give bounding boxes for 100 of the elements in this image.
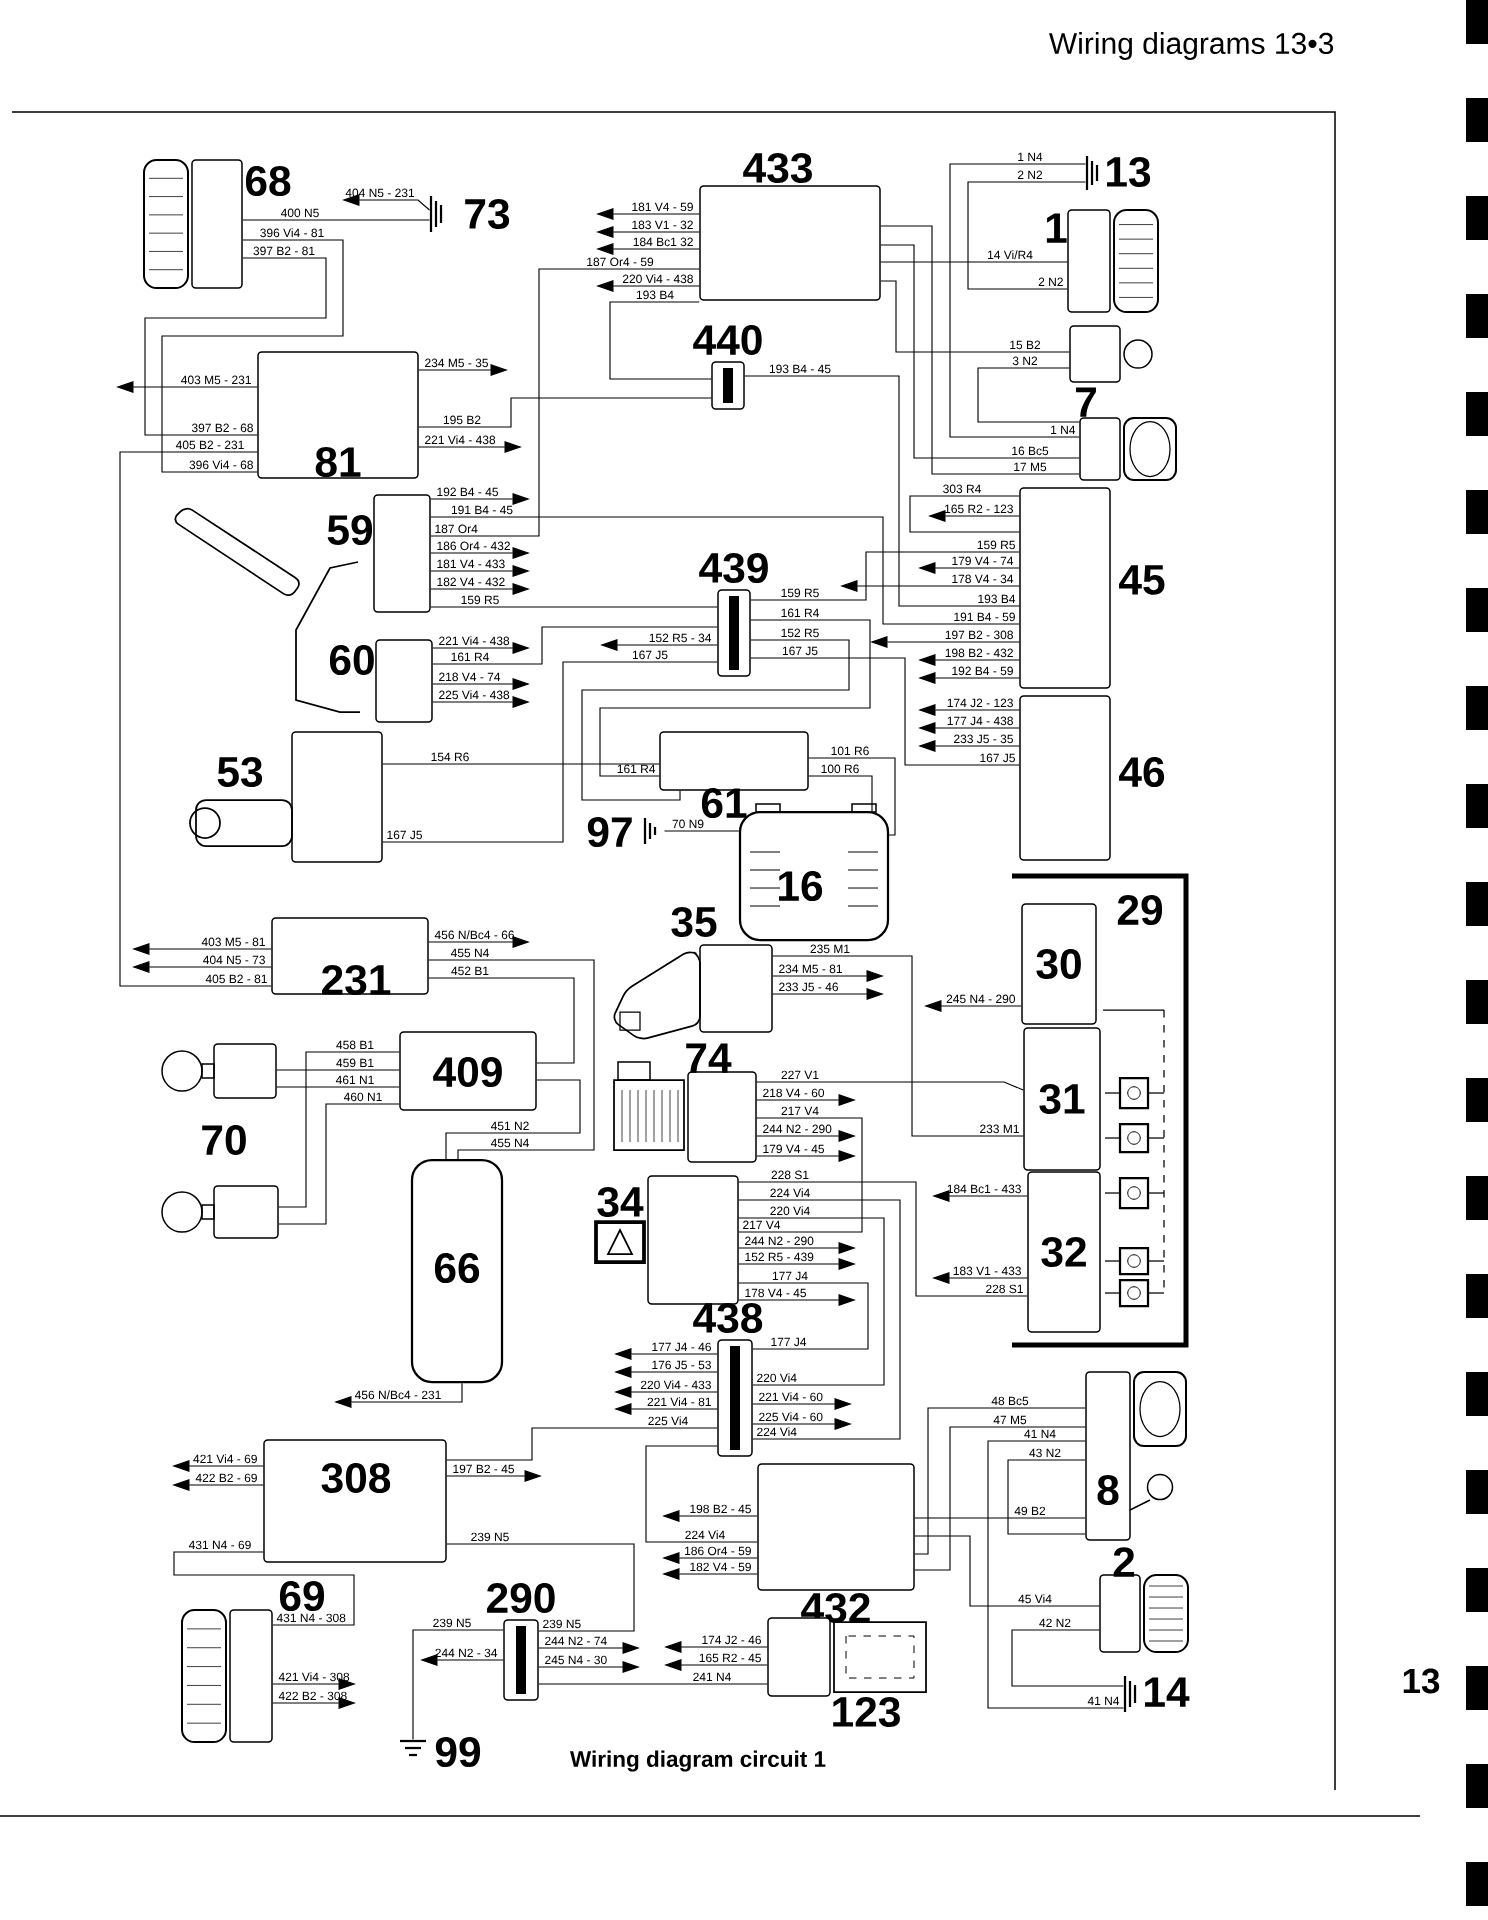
wire (276, 1086, 400, 1088)
wire-label: 167 J5 (980, 753, 1015, 763)
wire (428, 977, 575, 1064)
wire (430, 606, 718, 608)
wire (914, 1407, 1086, 1555)
wire (173, 1551, 355, 1626)
component-number: 73 (465, 198, 510, 230)
wire-label: 167 J5 (632, 650, 668, 660)
component-number: 123 (833, 1696, 900, 1728)
component-number: 53 (217, 756, 263, 788)
wire (914, 1535, 1100, 1607)
wire (738, 1282, 869, 1350)
wire (412, 1629, 504, 1741)
component-number: 438 (693, 1302, 763, 1334)
wire-label: 405 B2 - 81 (205, 974, 267, 984)
wire (432, 626, 718, 665)
wire-label: 49 B2 (1014, 1506, 1046, 1516)
wire (430, 268, 700, 537)
wire (446, 1543, 635, 1632)
component-number: 8 (1097, 1474, 1119, 1506)
wire-label: 41 N4 (1024, 1429, 1056, 1438)
wire-label: 177 J4 (771, 1337, 807, 1347)
wire-label: 225 Vi4 - 438 (439, 690, 510, 700)
wire-label: 187 Or4 (435, 524, 478, 534)
wire-label: 186 Or4 - 59 (685, 1546, 751, 1556)
wire-label: 167 J5 (782, 646, 818, 656)
component-number: 440 (693, 324, 762, 356)
wire-label: 218 V4 - 74 (439, 672, 501, 682)
wire (278, 1051, 400, 1208)
wire (750, 657, 1020, 766)
wire (1011, 1629, 1125, 1687)
wire-label: 42 N2 (1039, 1618, 1071, 1627)
wire-label: 161 R4 (451, 652, 489, 662)
caption: Wiring diagram circuit 1 (570, 1750, 826, 1772)
wire-label: 458 B1 (336, 1040, 374, 1050)
wire (914, 1517, 1086, 1519)
wire-label: 403 M5 - 81 (201, 937, 265, 947)
wire-label: 234 M5 - 81 (779, 964, 842, 974)
wire-label: 182 V4 - 432 (437, 577, 505, 587)
wire-label: 178 V4 - 34 (952, 574, 1014, 584)
wire-label: 225 Vi4 - 60 (759, 1412, 823, 1422)
wire-label: 224 Vi4 (685, 1530, 725, 1539)
wire-label: 152 R5 (781, 628, 819, 638)
wire-label: 221 Vi4 - 81 (647, 1397, 711, 1407)
wire-label: 403 M5 - 231 (181, 375, 251, 385)
component-number: 74 (686, 1043, 732, 1073)
wire-label: 184 Bc1 32 (633, 237, 693, 247)
wire-label: 218 V4 - 60 (763, 1088, 825, 1098)
wire-label: 220 Vi4 - 438 (622, 274, 693, 284)
wire (428, 959, 595, 1160)
component-number: 29 (1117, 894, 1163, 926)
wire-label: 227 V1 (781, 1070, 819, 1079)
wire-label: 431 N4 - 308 (276, 1613, 346, 1623)
wire-label: 225 Vi4 (648, 1416, 688, 1426)
wire-label: 165 R2 - 45 (699, 1653, 761, 1663)
wire-label: 179 V4 - 74 (952, 556, 1014, 566)
wire-label: 239 N5 (471, 1532, 509, 1542)
component-number: 14 (1145, 1677, 1190, 1707)
wire (977, 367, 1080, 423)
wire-label: 461 N1 (335, 1075, 374, 1085)
wire-label: 397 B2 - 68 (191, 423, 253, 433)
wire-label: 452 B1 (451, 966, 489, 976)
wire (645, 1445, 758, 1543)
tab-number: 13 (1403, 1668, 1440, 1694)
component-number: 60 (329, 644, 374, 676)
wire (880, 280, 1070, 353)
wire (445, 1079, 581, 1160)
page-header: Wiring diagrams 13•3 (1049, 32, 1334, 60)
wire (738, 1117, 863, 1233)
wire (609, 301, 712, 380)
wire-label: 14 Vi/R4 (988, 250, 1033, 260)
wire-label: 45 Vi4 (1018, 1594, 1052, 1604)
wire (738, 1199, 901, 1440)
component-number: 59 (327, 514, 373, 546)
wire-label: 422 B2 - 308 (278, 1691, 347, 1701)
wire-label: 47 M5 (993, 1415, 1027, 1425)
component-number: 61 (701, 787, 747, 819)
wire-label: 154 R6 (431, 752, 469, 762)
component-number: 68 (245, 165, 291, 197)
wire (382, 661, 718, 843)
wire (144, 257, 327, 436)
wire-label: 181 V4 - 433 (437, 559, 505, 569)
wire-label: 182 V4 - 59 (690, 1562, 751, 1572)
component-number: 290 (487, 1582, 555, 1614)
component-number: 308 (321, 1462, 391, 1494)
component-number: 66 (434, 1252, 480, 1284)
wire (446, 1427, 718, 1461)
component-number: 35 (671, 906, 717, 938)
wire-label: 48 Bc5 (991, 1396, 1029, 1406)
wire-label: 191 B4 - 45 (451, 505, 513, 515)
wire-label: 244 N2 - 290 (745, 1236, 814, 1246)
bulb-holder-drawing (1069, 325, 1153, 383)
wire-label: 183 V1 - 32 (632, 220, 693, 230)
wire-label: 244 N2 - 290 (763, 1124, 832, 1134)
wire-label: 167 J5 (387, 830, 422, 840)
wire (278, 1103, 400, 1225)
wire-label: 233 M1 (980, 1124, 1019, 1134)
wire-label: 233 J5 - 46 (779, 982, 838, 992)
wire-label: 193 B4 (978, 594, 1016, 604)
wire-label: 245 N4 - 30 (545, 1655, 607, 1665)
